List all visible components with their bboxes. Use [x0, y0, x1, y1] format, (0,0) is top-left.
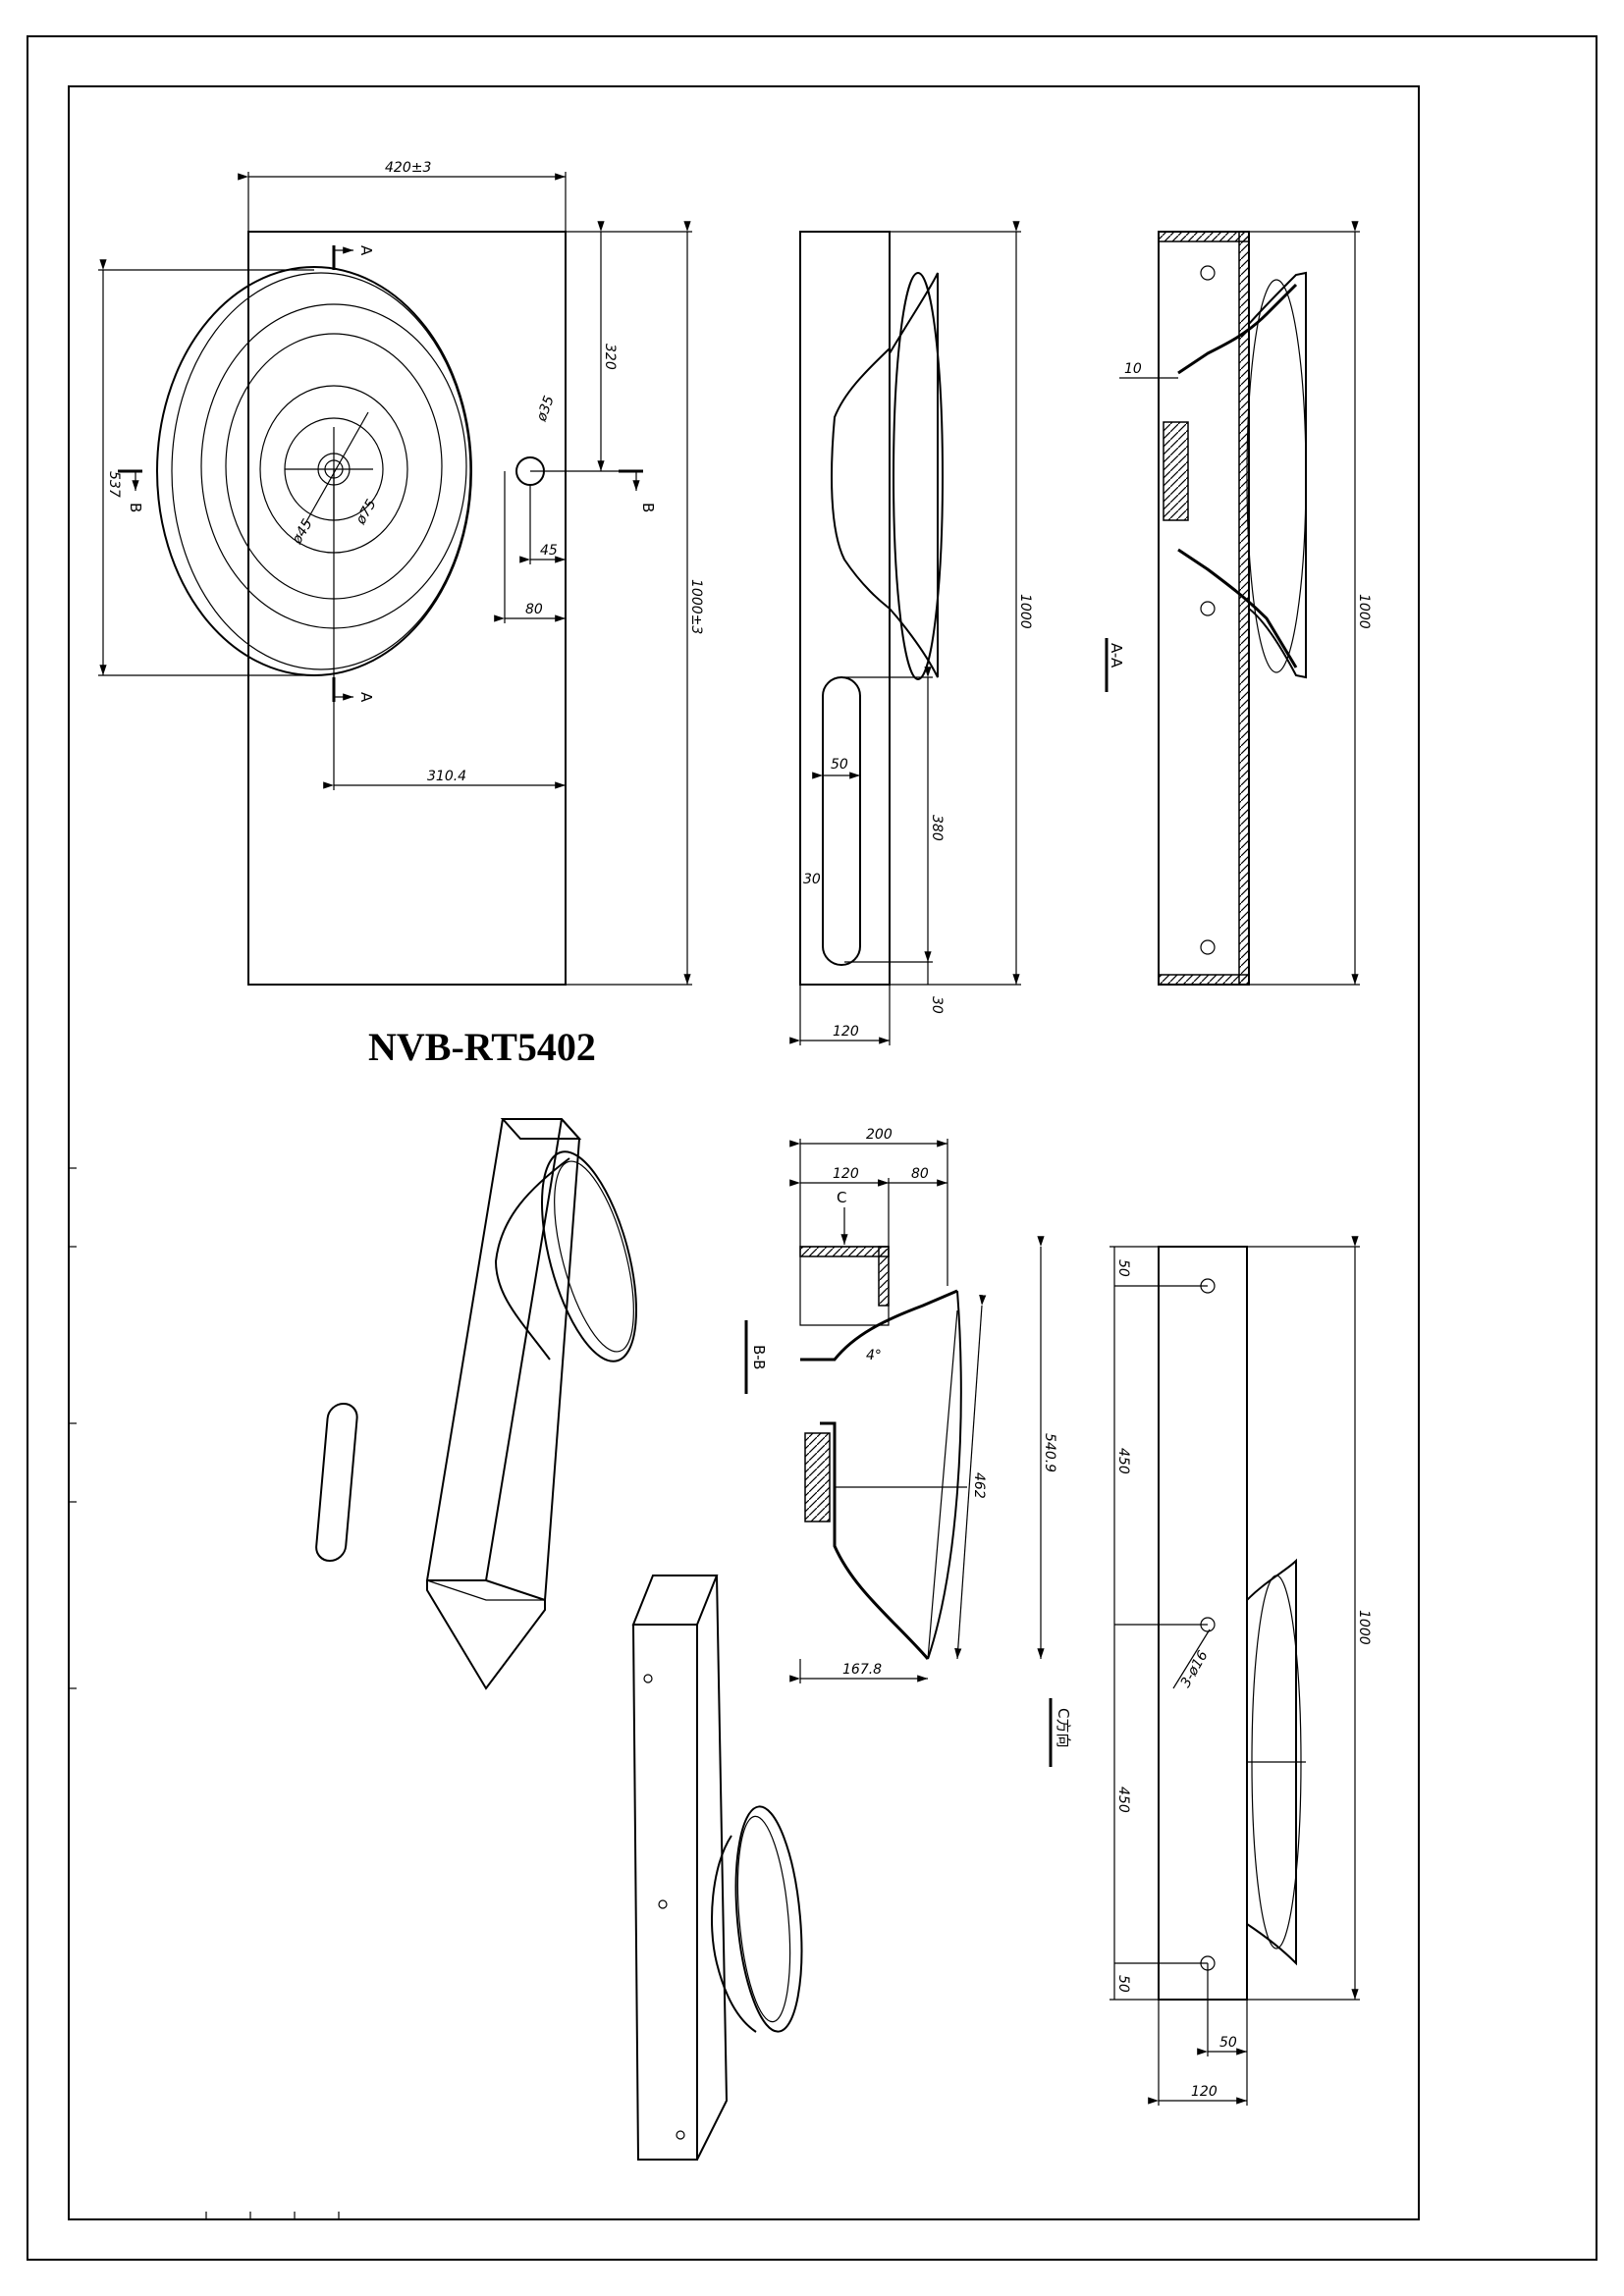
svg-text:1000: 1000 — [1356, 594, 1372, 629]
svg-text:3-ø16: 3-ø16 — [1178, 1648, 1212, 1690]
view-c-label: C方向 — [1055, 1708, 1072, 1747]
frame-ticks — [69, 1167, 340, 2219]
section-b-left: B — [127, 503, 144, 512]
dim-drain: ø75 — [352, 497, 380, 528]
svg-text:1000: 1000 — [1017, 594, 1033, 629]
section-bb-label: B-B — [750, 1345, 768, 1369]
section-aa: 1000 10 A-A — [1105, 221, 1372, 986]
svg-text:450: 450 — [1115, 1787, 1131, 1813]
svg-text:50: 50 — [1115, 1259, 1131, 1277]
svg-text:120: 120 — [1191, 2084, 1218, 2100]
svg-text:1000: 1000 — [1356, 1610, 1372, 1645]
svg-text:50: 50 — [1115, 1975, 1131, 1993]
side-view: 1000 380 50 30 30 120 — [789, 221, 1033, 1045]
dim-310: 310.4 — [427, 769, 466, 784]
section-aa-label: A-A — [1108, 643, 1125, 668]
svg-text:120: 120 — [833, 1166, 859, 1182]
section-b-right: B — [639, 503, 657, 512]
section-bb: 200 120 80 C 540.9 462 167.8 4° B-B — [744, 1127, 1057, 1683]
side-slot — [822, 676, 861, 966]
view-c: 1000 50 450 450 50 120 50 3-ø16 C方向 — [1049, 1236, 1372, 2106]
dim-80: 80 — [525, 602, 543, 617]
svg-text:4°: 4° — [866, 1348, 882, 1363]
svg-text:C: C — [837, 1189, 846, 1206]
svg-text:50: 50 — [1219, 2035, 1237, 2051]
svg-text:540.9: 540.9 — [1042, 1433, 1057, 1472]
svg-text:80: 80 — [911, 1166, 929, 1182]
svg-text:462: 462 — [971, 1472, 987, 1499]
svg-text:120: 120 — [833, 1024, 859, 1040]
svg-text:30: 30 — [803, 872, 821, 887]
section-a-top: A — [357, 245, 375, 256]
svg-text:167.8: 167.8 — [842, 1662, 882, 1678]
dim-length: 1000±3 — [688, 579, 704, 634]
svg-text:30: 30 — [929, 996, 945, 1014]
dim-drain-inner: ø45 — [289, 516, 316, 548]
section-a-bottom: A — [357, 692, 375, 703]
svg-text:10: 10 — [1124, 361, 1142, 377]
iso-view-1 — [315, 1118, 637, 1690]
plan-outline — [247, 231, 567, 986]
dim-height: 537 — [106, 471, 122, 498]
dim-width: 420±3 — [385, 160, 431, 176]
svg-text:450: 450 — [1115, 1448, 1131, 1474]
svg-text:50: 50 — [831, 757, 848, 773]
dim-45: 45 — [540, 543, 558, 559]
inner-frame — [68, 85, 1420, 2220]
dim-320: 320 — [602, 344, 618, 370]
svg-text:200: 200 — [866, 1127, 893, 1143]
outer-frame — [27, 35, 1597, 2261]
dim-tap: ø35 — [533, 394, 557, 424]
svg-text:380: 380 — [929, 815, 945, 841]
plan-view: 420±3 537 1000±3 320 310.4 80 45 ø75 ø45… — [98, 160, 704, 986]
model-title: NVB-RT5402 — [368, 1025, 596, 1069]
iso-view-2 — [631, 1575, 803, 2161]
